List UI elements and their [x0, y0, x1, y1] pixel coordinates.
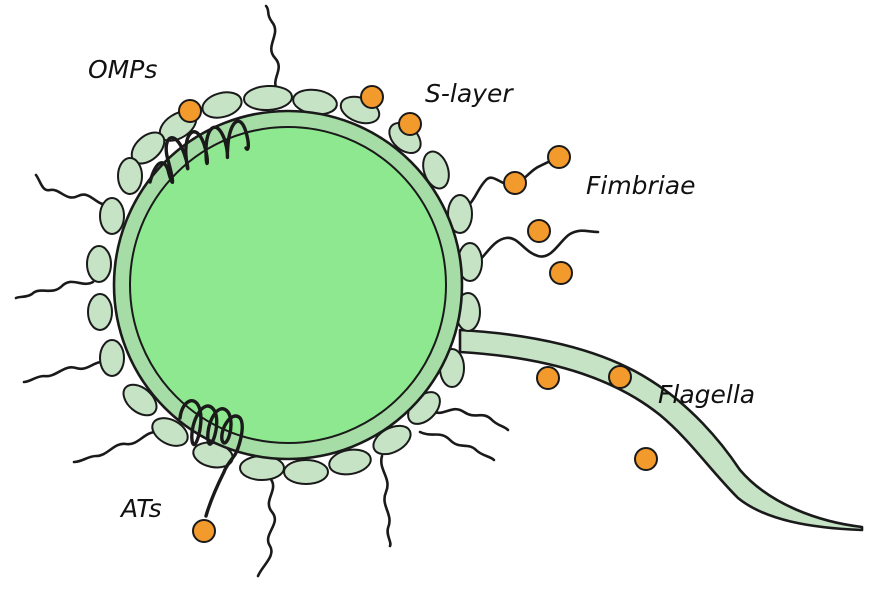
at-dot [192, 519, 216, 543]
s-layer-unit [201, 91, 243, 119]
flagellum-dot [536, 366, 560, 390]
at-helix [178, 399, 244, 518]
filament-right-lowest [418, 430, 496, 462]
s-layer-unit [99, 197, 125, 235]
flagellum-dot [634, 447, 658, 471]
filament-left-2 [22, 360, 108, 384]
label-s-layer: S-layer [425, 79, 514, 108]
s-layer-unit [151, 417, 189, 447]
filament-upper-left [34, 173, 110, 207]
filament-right-lower [431, 407, 510, 432]
fimbria-dot [503, 171, 527, 195]
filament-top [264, 4, 281, 94]
filament-bottom [256, 476, 277, 578]
fimbria-dot [549, 261, 573, 285]
omp-dot [178, 99, 202, 123]
s-layer-unit [87, 293, 113, 331]
omp-helix [148, 119, 250, 184]
filament-lower-left [72, 430, 158, 464]
s-layer-dot [398, 112, 422, 136]
s-layer-unit [328, 448, 372, 476]
label-ats: ATs [119, 494, 162, 523]
fimbria-lower [476, 229, 600, 264]
filament-bottom-right [379, 454, 392, 548]
fimbria-dot [547, 145, 571, 169]
s-layer-unit [243, 84, 293, 112]
outer-filaments [14, 4, 600, 578]
s-layer-unit [283, 459, 329, 485]
orange-dots [178, 85, 658, 543]
s-layer-subunits [86, 84, 483, 485]
flagellum-dot [608, 365, 632, 389]
filament-left-1 [14, 280, 95, 300]
flagellum [458, 328, 864, 532]
s-layer-unit [117, 157, 143, 195]
cytoplasm [129, 126, 447, 444]
label-fimbriae: Fimbriae [586, 171, 695, 200]
s-layer-dot [360, 85, 384, 109]
s-layer-unit [422, 150, 450, 190]
label-omps: OMPs [88, 55, 157, 84]
fimbria-dot [527, 219, 551, 243]
s-layer-unit [99, 339, 125, 377]
s-layer-unit [86, 245, 112, 283]
label-flagella: Flagella [658, 380, 755, 409]
s-layer-unit [122, 383, 158, 417]
